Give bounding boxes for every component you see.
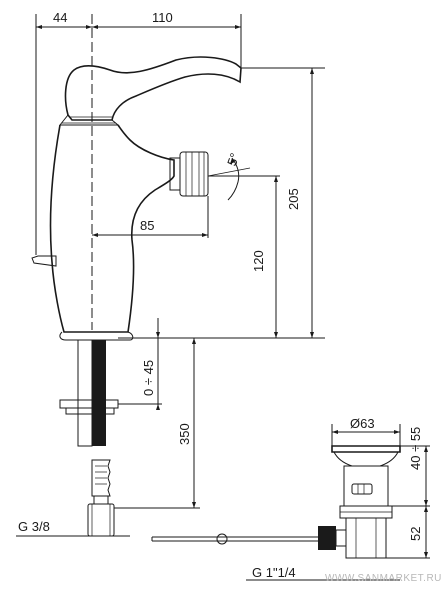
dimension-44: 44 [53, 10, 67, 25]
dimension-350-group: 350 [177, 338, 196, 508]
dimension-63-group: Ø63 [331, 416, 401, 446]
dimension-40-55: 40 ÷ 55 [408, 427, 423, 470]
dimension-52: 52 [408, 527, 423, 541]
dimension-85: 85 [140, 218, 154, 233]
pop-up-rod-knob [31, 255, 57, 267]
spray-nozzle [169, 151, 209, 197]
supply-connector [87, 459, 115, 537]
dimension-52-group: 52 [386, 506, 430, 559]
dimension-205: 205 [286, 188, 301, 210]
mounting-assembly [59, 339, 119, 447]
dimension-110: 110 [152, 10, 173, 25]
label-g-1-1-4: G 1"1/4 [252, 565, 296, 580]
dimension-0-45: 0 ÷ 45 [141, 360, 156, 396]
dimension-85-group: 85 [92, 196, 209, 238]
dimension-angle: 5° [224, 151, 242, 168]
dimension-120-group: 120 [251, 176, 278, 338]
label-g-3-8: G 3/8 [18, 519, 50, 534]
watermark: WWW.SANMARKET.RU [325, 573, 442, 584]
faucet-body-outline [49, 124, 175, 333]
dimension-110-group: 110 [92, 10, 242, 68]
pop-up-rod [151, 533, 318, 545]
dimension-diameter: Ø63 [350, 416, 375, 431]
faucet-body [31, 56, 280, 341]
dimension-205-group: 205 [241, 67, 325, 338]
lever-handle-outline [64, 56, 242, 121]
dimension-120: 120 [251, 250, 266, 272]
dimension-350: 350 [177, 423, 192, 445]
angle-indicator: 5° [207, 151, 251, 201]
dimension-40-55-group: 40 ÷ 55 [392, 427, 430, 507]
waste-valve [318, 445, 401, 559]
dimension-0-45-group: 0 ÷ 45 [118, 318, 162, 410]
dimension-44-group: 44 [35, 10, 92, 255]
